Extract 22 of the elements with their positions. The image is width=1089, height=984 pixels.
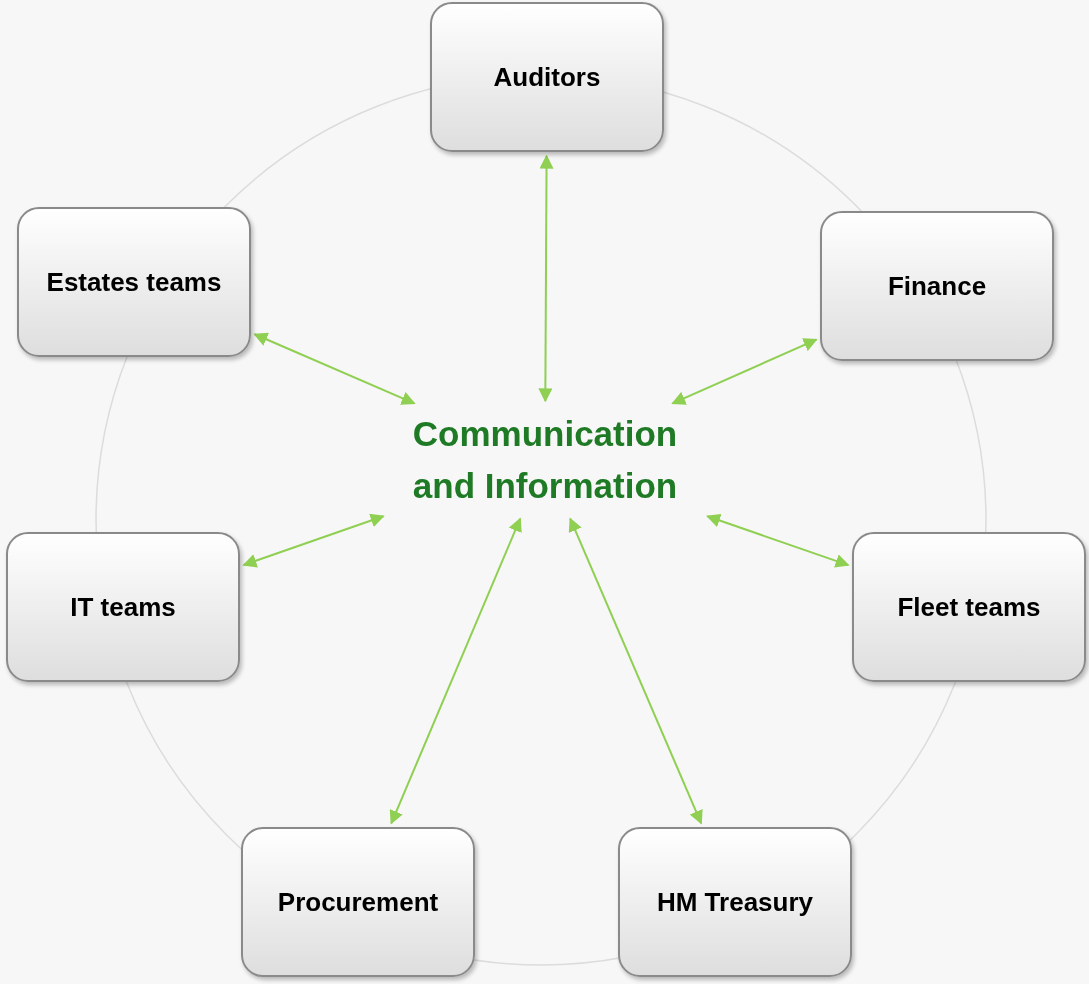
rounded-box	[618, 827, 852, 977]
box-label: Estates teams	[46, 265, 222, 299]
double-arrow	[671, 338, 818, 405]
double-arrow	[242, 513, 385, 568]
box-label: Finance	[887, 269, 987, 303]
box-label: Procurement	[277, 885, 439, 919]
double-arrow	[389, 517, 522, 825]
box-label: Auditors	[493, 60, 601, 94]
rounded-box	[241, 827, 475, 977]
double-arrow	[568, 517, 703, 825]
double-arrow	[253, 332, 416, 405]
double-arrow	[538, 154, 554, 403]
rounded-box	[6, 532, 240, 682]
rounded-box	[820, 211, 1054, 361]
box-label: Fleet teams	[897, 590, 1041, 624]
rounded-box	[430, 2, 664, 152]
double-arrow	[706, 513, 850, 568]
box-label: IT teams	[70, 590, 176, 624]
center-label: Communication and Information	[411, 413, 679, 507]
rounded-box	[17, 207, 251, 357]
rounded-box	[852, 532, 1086, 682]
box-label: HM Treasury	[656, 885, 814, 919]
